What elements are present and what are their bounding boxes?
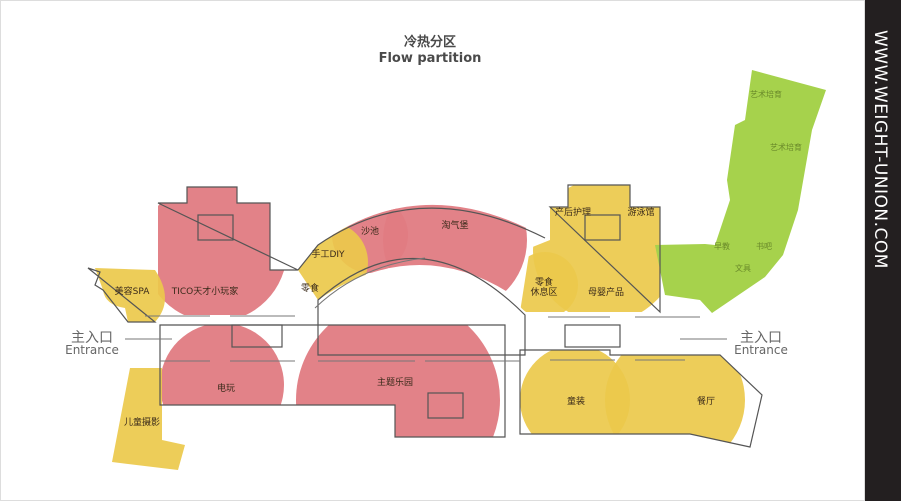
entrance-left-cn: 主入口 [71, 330, 113, 346]
entrance-right-en: Entrance [734, 343, 788, 357]
title-en: Flow partition [379, 51, 482, 66]
label-diy: 手工DIY [311, 248, 345, 260]
building-walls [87, 184, 763, 448]
hot-zones [158, 187, 527, 437]
zone-restaurant-area [605, 350, 745, 447]
label-tico: TICO天才小玩家 [171, 285, 239, 297]
label-baby: 母婴产品 [588, 286, 624, 298]
entrance-left-en: Entrance [65, 343, 119, 357]
zone-cool-area [655, 70, 826, 313]
title-cn: 冷热分区 [404, 34, 456, 50]
label-postnatal: 产后护理 [555, 206, 591, 218]
label-sandpit: 沙池 [361, 225, 379, 237]
entrance-right-cn: 主入口 [740, 330, 782, 346]
label-art-1: 艺术培育 [750, 89, 782, 99]
zone-labels: 美容SPA TICO天才小玩家 手工DIY 零食 沙池 淘气堡 电玩 主题乐园 … [115, 89, 802, 428]
label-art-2: 艺术培育 [770, 142, 802, 152]
zone-photo-area [112, 368, 185, 470]
label-books: 书吧 [756, 241, 772, 251]
entrance-left: 主入口 Entrance [65, 330, 119, 357]
label-rest-1: 零食 [535, 276, 553, 288]
label-spa: 美容SPA [115, 285, 151, 297]
zone-theme-park-area [296, 325, 500, 437]
brand-url: WWW.WEIGHT-UNION.COM [870, 30, 890, 269]
zone-baby-area [533, 185, 660, 312]
label-restaurant: 餐厅 [697, 395, 715, 407]
label-photo: 儿童摄影 [124, 416, 160, 428]
label-snack: 零食 [301, 282, 319, 294]
brand-sidebar: WWW.WEIGHT-UNION.COM [865, 0, 901, 501]
flow-arrows [125, 257, 727, 362]
entrance-right: 主入口 Entrance [734, 330, 788, 357]
label-kidswear: 童装 [567, 395, 585, 407]
zone-tico-area [158, 187, 287, 315]
zone-spa-area [95, 268, 165, 322]
label-early-edu: 早教 [714, 241, 730, 251]
zone-kidswear-area [520, 350, 630, 447]
label-rest-2: 休息区 [530, 286, 557, 298]
label-games: 电玩 [217, 382, 235, 394]
label-stationery: 文具 [735, 263, 751, 273]
warm-zones [95, 185, 745, 470]
label-swimming: 游泳馆 [627, 206, 654, 218]
label-castle: 淘气堡 [441, 219, 468, 231]
label-theme-park: 主题乐园 [377, 376, 413, 388]
